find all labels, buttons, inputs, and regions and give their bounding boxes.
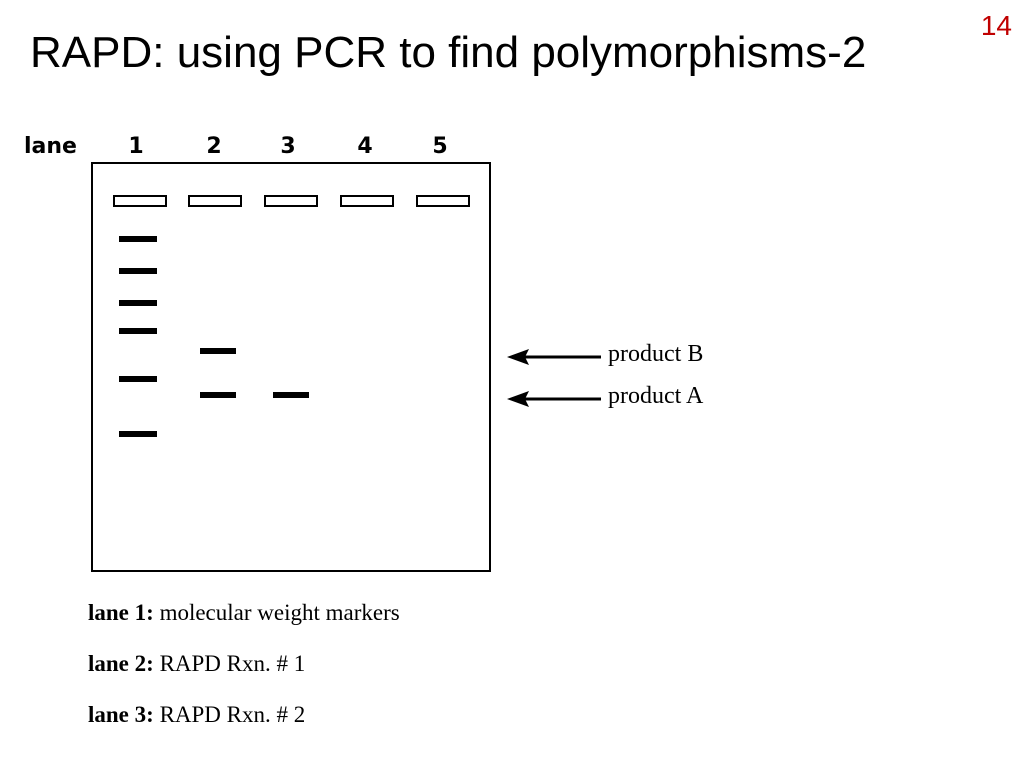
legend-lane-3: lane 3: RAPD Rxn. # 2 [88,702,305,728]
product-b-label: product B [608,341,704,367]
well-lane-3 [264,195,318,207]
legend-lane-1: lane 1: molecular weight markers [88,600,400,626]
lane-number-5: 5 [432,134,448,159]
marker-band [119,376,157,382]
marker-band [119,300,157,306]
well-lane-2 [188,195,242,207]
well-lane-1 [113,195,167,207]
marker-band [119,236,157,242]
legend-text: RAPD Rxn. # 1 [159,651,306,676]
marker-band [119,431,157,437]
product-a-arrow-icon [507,391,601,407]
well-lane-4 [340,195,394,207]
legend-key: lane 2: [88,651,154,676]
legend-key: lane 1: [88,600,154,625]
marker-band [119,268,157,274]
legend-lane-2: lane 2: RAPD Rxn. # 1 [88,651,305,677]
lane-3-product-a-band [273,392,309,398]
lane-2-product-a-band [200,392,236,398]
slide-title: RAPD: using PCR to find polymorphisms-2 [30,28,867,77]
product-a-label: product A [608,383,704,409]
legend-key: lane 3: [88,702,154,727]
well-lane-5 [416,195,470,207]
lane-number-2: 2 [206,134,222,159]
lane-number-1: 1 [128,134,144,159]
marker-band [119,328,157,334]
lane-2-product-b-band [200,348,236,354]
product-b-arrow-icon [507,349,601,365]
lane-number-3: 3 [280,134,296,159]
lane-header-label: lane [24,134,77,159]
gel-box [91,162,491,572]
lane-number-4: 4 [357,134,373,159]
legend-text: RAPD Rxn. # 2 [159,702,306,727]
slide-number: 14 [980,10,1012,41]
legend-text: molecular weight markers [159,600,400,625]
